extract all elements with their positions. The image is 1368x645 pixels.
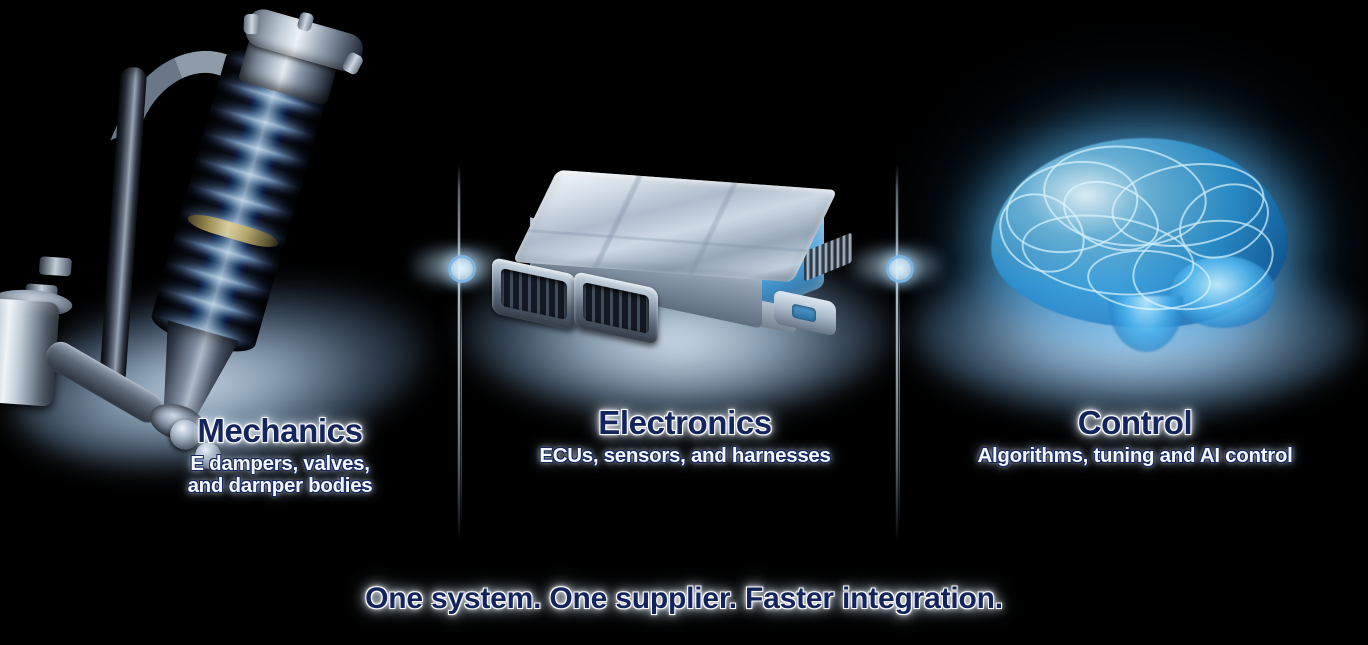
pillar-label-electronics: Electronics ECUs, sensors, and harnesses <box>480 405 890 467</box>
connector-pins <box>583 281 649 335</box>
divider-line-thin <box>899 275 900 525</box>
pillar-label-control: Control Algorithms, tuning and AI contro… <box>925 405 1345 467</box>
tagline: One system. One supplier. Faster integra… <box>365 582 1003 615</box>
hydraulic-rod <box>98 66 148 388</box>
pillar-subtitle-control-line1: Algorithms, tuning and AI control <box>977 443 1293 467</box>
divider-2 <box>848 165 946 540</box>
divider-cross-glow <box>848 243 946 289</box>
cerebellum <box>1171 256 1275 328</box>
divider-line-thin <box>461 275 462 525</box>
divider-line <box>896 165 898 540</box>
ecu-cover-seams <box>512 169 838 283</box>
pillar-label-mechanics: Mechanics E dampers, valves, and darnper… <box>120 413 440 497</box>
mount-stud <box>243 13 261 35</box>
pillar-title-electronics: Electronics <box>598 404 772 441</box>
ai-brain-image <box>975 128 1305 358</box>
pillar-subtitle-mechanics-line1: E dampers, valves, <box>190 451 370 475</box>
rod-collar <box>38 256 72 277</box>
pillar-title-mechanics: Mechanics <box>197 412 363 449</box>
connector-node-icon <box>886 255 914 283</box>
brain-folds <box>991 138 1287 328</box>
ecu-module-image <box>486 169 856 360</box>
pillar-title-control: Control <box>1077 404 1193 441</box>
pillar-subtitle-mechanics-line2: and darnper bodies <box>187 473 373 497</box>
connector-node-icon <box>448 255 476 283</box>
divider-1 <box>410 165 508 540</box>
suspension-damper-image <box>0 5 420 472</box>
pillar-subtitle-electronics-line1: ECUs, sensors, and harnesses <box>539 443 831 467</box>
connector-pins <box>501 267 567 321</box>
divider-line <box>458 165 460 540</box>
